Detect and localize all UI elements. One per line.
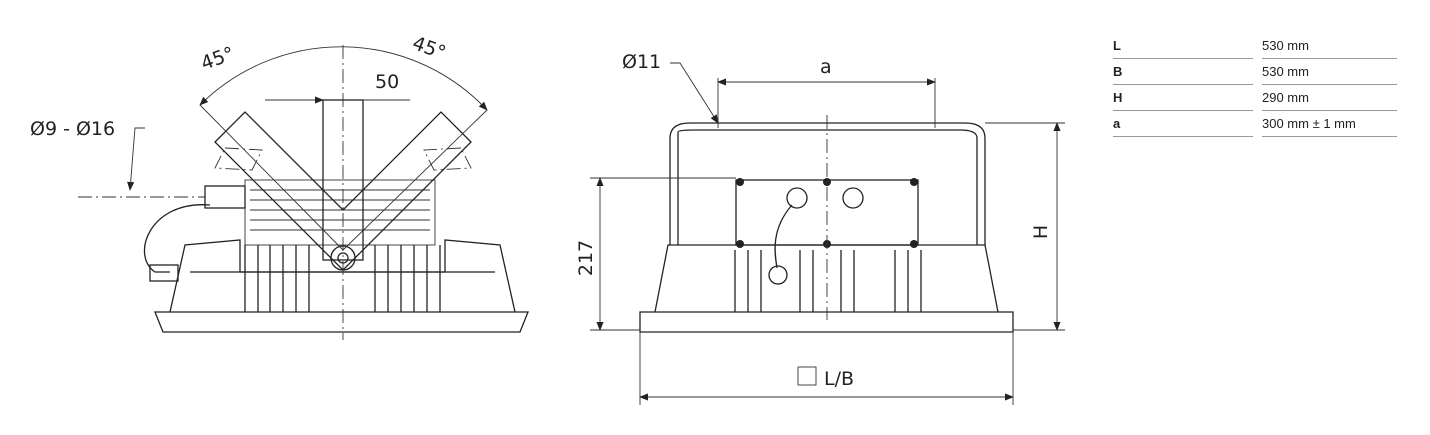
cable-entry [149,264,179,282]
spec-gap [1253,59,1262,85]
front-base-plate [639,311,1014,333]
angle-leg-left [199,104,344,251]
side-heatsink [244,179,436,246]
spec-row: L 530 mm [1113,33,1397,59]
hole-diameter-label: Ø11 [622,51,661,73]
offset-label: 50 [375,71,399,93]
heatsink-ribs [250,189,430,231]
side-housing [169,239,516,313]
mounting-bow [669,122,986,245]
cable-gland [204,185,246,209]
side-base-plate [154,311,529,333]
spec-key: L [1113,33,1253,59]
spec-value: 530 mm [1262,59,1397,85]
front-view: a Ø11 217 H L/B [575,51,1065,405]
spec-gap [1253,85,1262,111]
front-fins [734,250,922,312]
angle-arc [199,46,488,111]
spec-row: H 290 mm [1113,85,1397,111]
spec-key: B [1113,59,1253,85]
bracket-hidden-lines [214,147,472,171]
spec-row: B 530 mm [1113,59,1397,85]
spec-key: a [1113,111,1253,137]
a-label: a [820,56,832,78]
side-view: 45° 45° 50 Ø9 - Ø16 [30,32,529,340]
spec-gap [1253,111,1262,137]
square-symbol [797,366,817,386]
driver-box-screws [736,178,918,248]
footprint-label: L/B [824,368,854,390]
front-cable [774,204,793,269]
bracket-tilted [214,111,472,271]
spec-key: H [1113,85,1253,111]
spec-value: 290 mm [1262,85,1397,111]
connector [786,187,808,209]
height-H-label: H [1030,225,1052,239]
front-housing [654,244,999,313]
spec-table: L 530 mm B 530 mm H 290 mm a 300 mm ± 1 mm [1113,33,1397,137]
spec-value: 300 mm ± 1 mm [1262,111,1397,137]
cable-loop [143,204,211,273]
cable-diameter-label: Ø9 - Ø16 [30,118,115,140]
spec-gap [1253,33,1262,59]
side-fins [244,245,441,312]
mounting-bow-inner [677,129,978,245]
height-217-label: 217 [575,240,597,276]
spec-value: 530 mm [1262,33,1397,59]
angle-right-label: 45° [409,32,448,64]
spec-row: a 300 mm ± 1 mm [1113,111,1397,137]
angle-leg-right [342,109,488,251]
vent [842,187,864,209]
cable-leader [127,127,145,191]
front-cable-gland [768,265,788,285]
hole-leader [670,62,719,124]
angle-left-label: 45° [198,43,237,75]
